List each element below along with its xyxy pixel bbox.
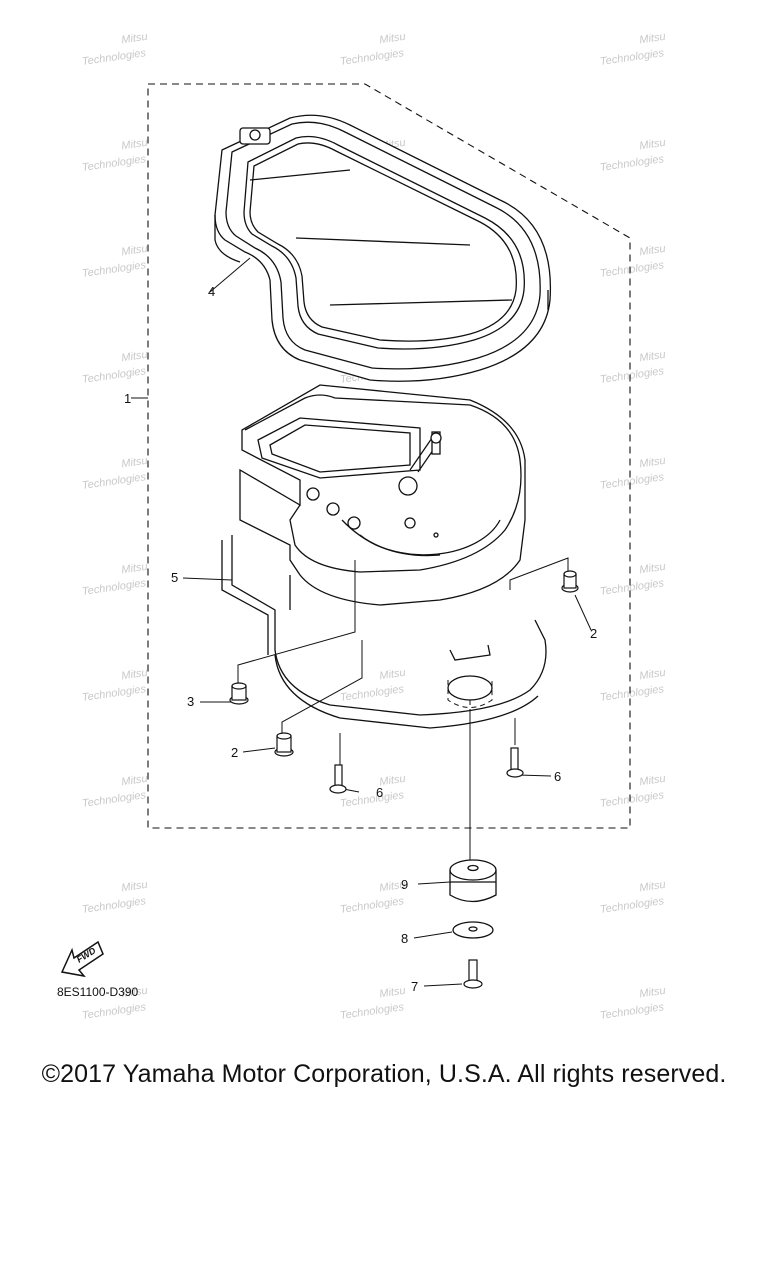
watermark-line1: Mitsu xyxy=(639,243,667,259)
callout-5: 5 xyxy=(171,570,178,585)
hidden-lines xyxy=(354,560,493,720)
callout-7: 7 xyxy=(411,979,418,994)
watermark-line1: Mitsu xyxy=(379,985,407,1001)
watermark-line2: Technologies xyxy=(599,47,665,68)
callout-2-right: 2 xyxy=(590,626,597,641)
watermark-line2: Technologies xyxy=(81,577,147,598)
watermark-line1: Mitsu xyxy=(121,985,149,1001)
callout-labels: 1 2 2 3 4 5 6 6 7 8 9 xyxy=(124,284,597,994)
watermark-line1: Mitsu xyxy=(639,879,667,895)
meter-assembly-part-5 xyxy=(221,384,547,729)
callout-6-right: 6 xyxy=(554,769,561,784)
callout-6-left: 6 xyxy=(376,785,383,800)
callout-3: 3 xyxy=(187,694,194,709)
grommet-part-3 xyxy=(229,682,249,705)
fwd-arrow-icon: FWD xyxy=(60,940,104,978)
watermark-line2: Technologies xyxy=(81,683,147,704)
watermark-line2: Technologies xyxy=(339,683,405,704)
watermark-line2: Technologies xyxy=(339,47,405,68)
grommet-part-2-right xyxy=(561,570,579,593)
watermark-line2: Technologies xyxy=(81,153,147,174)
watermark-line1: Mitsu xyxy=(379,879,407,895)
copyright-notice: ©2017 Yamaha Motor Corporation, U.S.A. A… xyxy=(41,1060,727,1088)
watermark-line2: Technologies xyxy=(599,1001,665,1022)
screw-part-6-right xyxy=(506,747,524,778)
watermark-line2: Technologies xyxy=(599,895,665,916)
watermark-line2: Technologies xyxy=(339,1001,405,1022)
callout-1: 1 xyxy=(124,391,131,406)
watermark-line1: Mitsu xyxy=(121,773,149,789)
watermark-line2: Technologies xyxy=(599,577,665,598)
watermark-line1: Mitsu xyxy=(121,667,149,683)
watermark-line1: Mitsu xyxy=(121,31,149,47)
assembly-boundary xyxy=(147,83,631,829)
damper-part-9 xyxy=(449,859,497,903)
grommet-part-2-left xyxy=(274,732,294,757)
watermark-line1: Mitsu xyxy=(639,561,667,577)
watermark-line1: Mitsu xyxy=(121,243,149,259)
callout-8: 8 xyxy=(401,931,408,946)
watermark-line2: Technologies xyxy=(599,683,665,704)
watermark-line1: Mitsu xyxy=(121,349,149,365)
watermark-line2: Technologies xyxy=(81,1001,147,1022)
watermark-line2: Technologies xyxy=(599,365,665,386)
screw-part-6-left xyxy=(329,764,347,794)
diagram-code: 8ES1100-D390 xyxy=(57,985,138,999)
watermark-line2: Technologies xyxy=(81,365,147,386)
washer-part-8 xyxy=(452,921,494,939)
watermark-line1: Mitsu xyxy=(121,561,149,577)
watermark-line2: Technologies xyxy=(339,789,405,810)
watermark-line1: Mitsu xyxy=(379,667,407,683)
watermark-line1: Mitsu xyxy=(121,455,149,471)
watermark-line2: Technologies xyxy=(81,259,147,280)
watermark-line1: Mitsu xyxy=(379,31,407,47)
screw-part-7 xyxy=(463,959,483,989)
watermark-line1: Mitsu xyxy=(379,773,407,789)
watermark-line1: Mitsu xyxy=(639,455,667,471)
callout-9: 9 xyxy=(401,877,408,892)
watermark-line1: Mitsu xyxy=(639,985,667,1001)
watermark-line1: Mitsu xyxy=(121,879,149,895)
watermark-line2: Technologies xyxy=(599,471,665,492)
watermark-line1: Mitsu xyxy=(639,137,667,153)
watermark-line1: Mitsu xyxy=(639,667,667,683)
watermark-line1: Mitsu xyxy=(639,349,667,365)
watermark-line2: Technologies xyxy=(81,471,147,492)
watermark-line2: Technologies xyxy=(599,259,665,280)
watermark-line2: Technologies xyxy=(339,895,405,916)
watermark-line2: Technologies xyxy=(81,789,147,810)
watermark-line2: Technologies xyxy=(599,153,665,174)
watermark-line1: Mitsu xyxy=(639,773,667,789)
watermark-line1: Mitsu xyxy=(121,137,149,153)
callout-2-left: 2 xyxy=(231,745,238,760)
watermark-line2: Technologies xyxy=(81,895,147,916)
callout-4: 4 xyxy=(208,284,215,299)
watermark-line1: Mitsu xyxy=(639,31,667,47)
watermark-line2: Technologies xyxy=(599,789,665,810)
lens-cover-part-4 xyxy=(214,114,552,382)
watermark-line2: Technologies xyxy=(81,47,147,68)
